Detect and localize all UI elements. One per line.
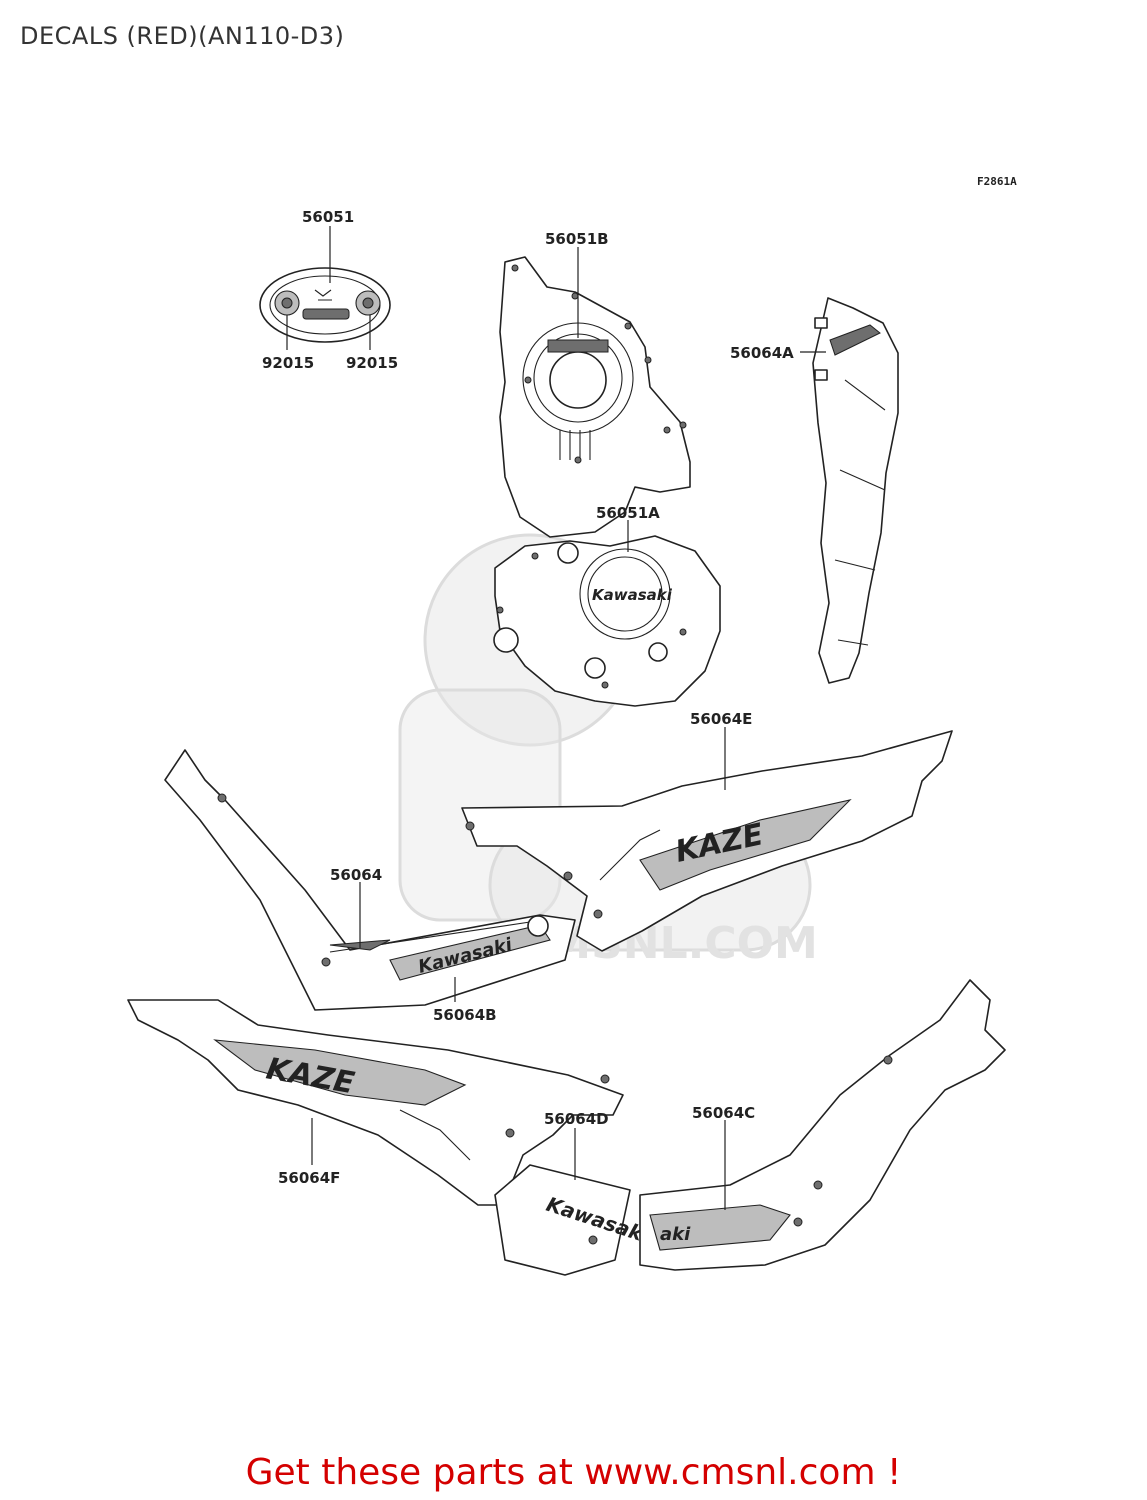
part-number-56064F: 56064F <box>278 1169 340 1187</box>
part-number-92015-right: 92015 <box>346 354 398 372</box>
part-number-56051B: 56051B <box>545 230 609 248</box>
figure-code: F2861A <box>977 175 1017 188</box>
part-56064A-panel <box>812 297 899 684</box>
part-number-56064A: 56064A <box>730 344 794 362</box>
part-number-56064C: 56064C <box>692 1104 755 1122</box>
part-number-56051: 56051 <box>302 208 354 226</box>
part-56051A-cover: Kawasaki <box>493 535 721 707</box>
part-number-56064: 56064 <box>330 866 382 884</box>
part-56064E-tail-right: KAZE <box>461 730 953 952</box>
logo-kawasaki-56051A: Kawasaki <box>592 586 673 604</box>
part-56064F-tail-left: KAZE <box>127 999 624 1206</box>
part-number-92015-left: 92015 <box>262 354 314 372</box>
footer-banner[interactable]: Get these parts at www.cmsnl.com ! <box>245 1452 902 1493</box>
part-number-56051A: 56051A <box>596 504 660 522</box>
part-56051-emblem <box>259 267 391 343</box>
part-56064C-frame-right: aki <box>639 979 1006 1271</box>
part-56051B-cover <box>499 256 691 538</box>
page-title: DECALS (RED)(AN110-D3) <box>20 22 345 50</box>
part-56064D-side-cover: Kawasaki <box>494 1164 653 1276</box>
part-56064-frame-left: Kawasaki <box>164 749 576 1011</box>
logo-kawasaki-56064C: aki <box>660 1224 691 1245</box>
part-number-56064D: 56064D <box>544 1110 609 1128</box>
part-number-56064B: 56064B <box>433 1006 497 1024</box>
part-number-56064E: 56064E <box>690 710 752 728</box>
